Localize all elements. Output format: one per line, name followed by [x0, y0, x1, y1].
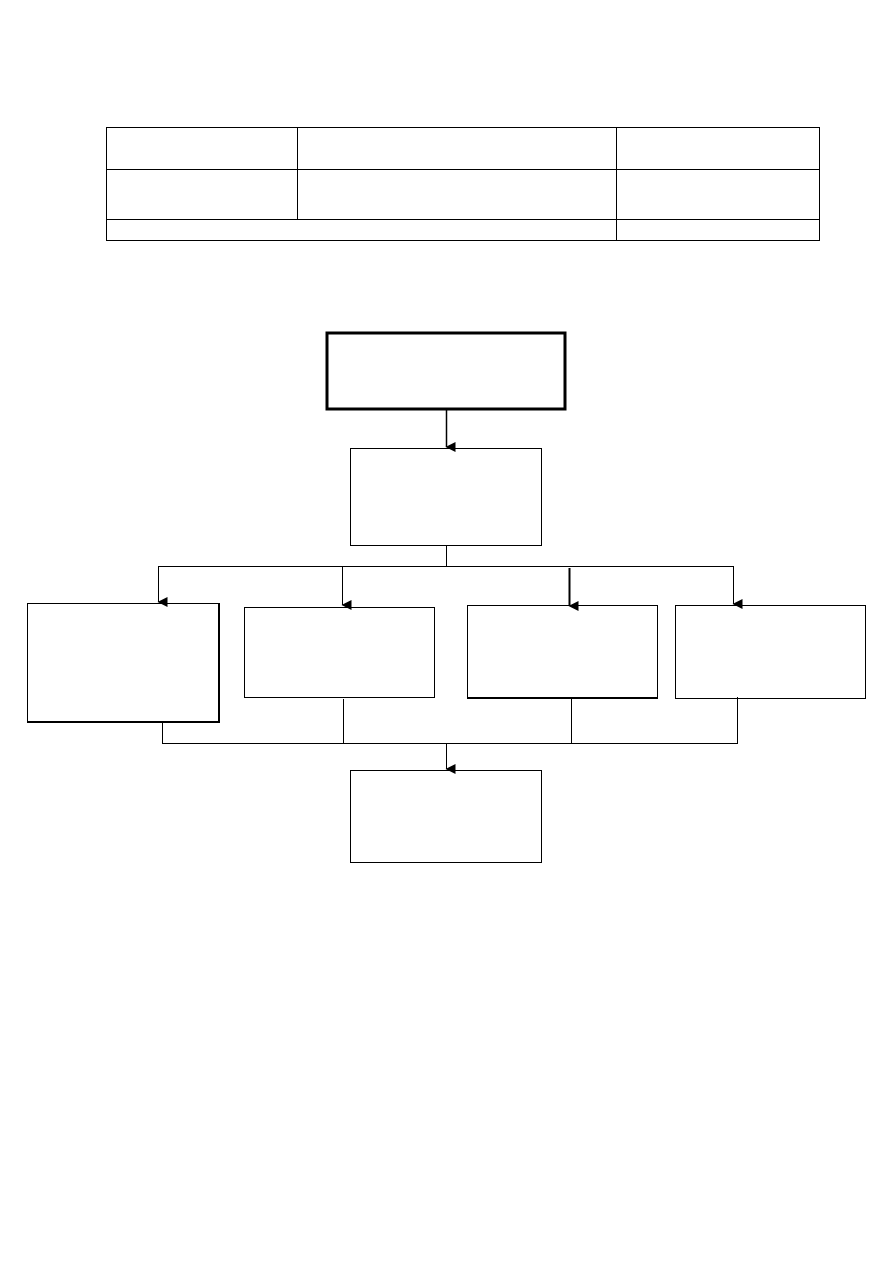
flow-node-branch-3-label [467, 605, 658, 698]
flow-node-start [325, 331, 567, 411]
flow-node-start-label [327, 333, 565, 409]
flow-node-branch-2 [244, 607, 435, 698]
table-cell [616, 219, 820, 241]
header-table [106, 127, 820, 241]
flow-node-branch-4 [675, 605, 866, 699]
flow-node-branch-1-shadow [27, 603, 220, 723]
flow-node-branch-3 [467, 605, 658, 698]
flow-node-branch-4-label [675, 605, 866, 699]
table-row [106, 219, 820, 241]
flow-node-step [350, 448, 542, 546]
flow-node-end [350, 770, 542, 863]
flow-node-end-label [350, 770, 542, 863]
flow-node-step-label [350, 448, 542, 546]
table-cell [616, 127, 820, 170]
table-cell [616, 169, 820, 220]
flow-node-branch-2-label [244, 607, 435, 698]
flow-node-branch-1-label [27, 603, 219, 722]
